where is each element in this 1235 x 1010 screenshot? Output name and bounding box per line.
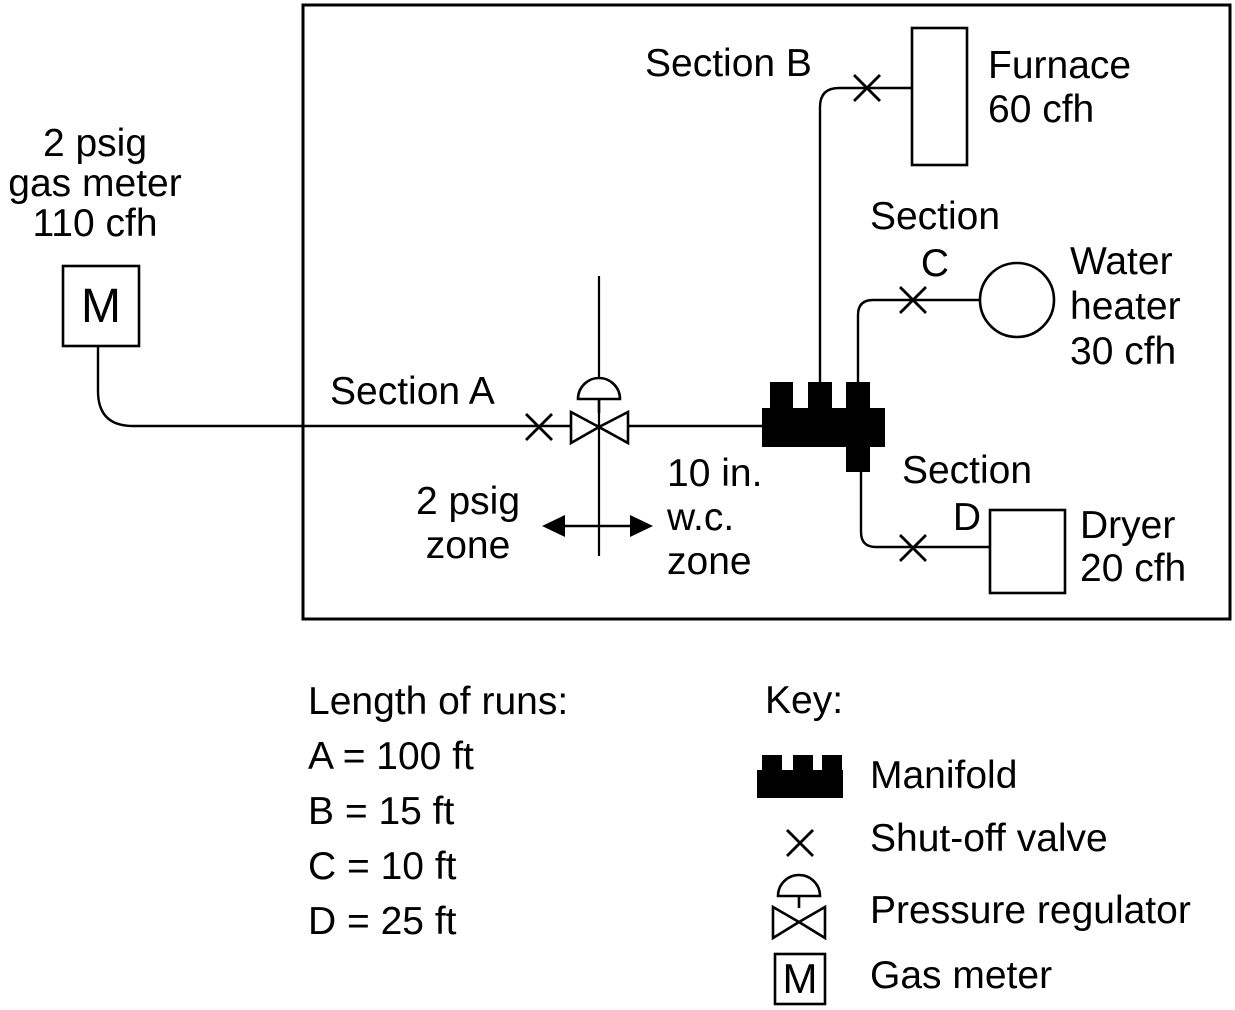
low-pressure-zone-label: 10 in. w.c. zone bbox=[667, 452, 763, 583]
section-b-label: Section B bbox=[645, 42, 812, 85]
shutoff-valve-b-icon bbox=[853, 74, 881, 102]
key-shutoff-valve-icon bbox=[786, 829, 814, 857]
pipe-section-b bbox=[818, 86, 912, 408]
gas-meter-title: 2 psig gas meter 110 cfh bbox=[8, 122, 182, 245]
run-length-b: B = 15 ft bbox=[308, 790, 455, 833]
key-label-shutoff-valve: Shut-off valve bbox=[870, 817, 1108, 860]
key-label-gas-meter: Gas meter bbox=[870, 954, 1053, 997]
key-gas-meter-icon bbox=[773, 952, 827, 1006]
section-d-label: Section D bbox=[901, 449, 1033, 539]
pressure-regulator-icon bbox=[569, 376, 630, 446]
key-manifold-icon bbox=[757, 755, 843, 798]
section-c-label: Section C bbox=[869, 195, 1001, 285]
shutoff-valve-c-icon bbox=[899, 286, 927, 314]
gas-meter-symbol bbox=[61, 264, 141, 348]
key-title: Key: bbox=[765, 679, 844, 722]
pipe-section-d bbox=[859, 447, 990, 549]
run-length-d: D = 25 ft bbox=[308, 900, 457, 943]
section-a-label: Section A bbox=[330, 370, 495, 413]
pipe-section-a bbox=[96, 346, 762, 428]
length-of-runs-list: Length of runs: A = 100 ft B = 15 ft C =… bbox=[308, 674, 568, 949]
run-length-c: C = 10 ft bbox=[308, 845, 457, 888]
furnace-symbol bbox=[910, 26, 969, 167]
manifold-icon bbox=[762, 382, 885, 472]
furnace-label: Furnace 60 cfh bbox=[988, 44, 1132, 131]
key-label-manifold: Manifold bbox=[870, 754, 1018, 797]
dryer-label: Dryer 20 cfh bbox=[1080, 504, 1187, 590]
key-label-pressure-regulator: Pressure regulator bbox=[870, 889, 1191, 932]
run-length-a: A = 100 ft bbox=[308, 735, 474, 778]
length-of-runs-title: Length of runs: bbox=[308, 680, 569, 723]
building-outline bbox=[301, 3, 1232, 621]
shutoff-valve-a-icon bbox=[525, 413, 553, 441]
key-gas-meter-letter: M bbox=[782, 955, 818, 1002]
zone-double-arrow-icon bbox=[542, 515, 653, 537]
dryer-symbol bbox=[988, 508, 1067, 595]
key-pressure-regulator-icon bbox=[771, 873, 827, 941]
high-pressure-zone-label: 2 psig zone bbox=[415, 480, 521, 567]
shutoff-valve-d-icon bbox=[899, 534, 927, 562]
water-heater-symbol bbox=[978, 261, 1056, 339]
gas-meter-letter: M bbox=[81, 279, 121, 333]
pipe-section-c bbox=[856, 298, 980, 408]
water-heater-label: Water heater 30 cfh bbox=[1070, 240, 1181, 373]
